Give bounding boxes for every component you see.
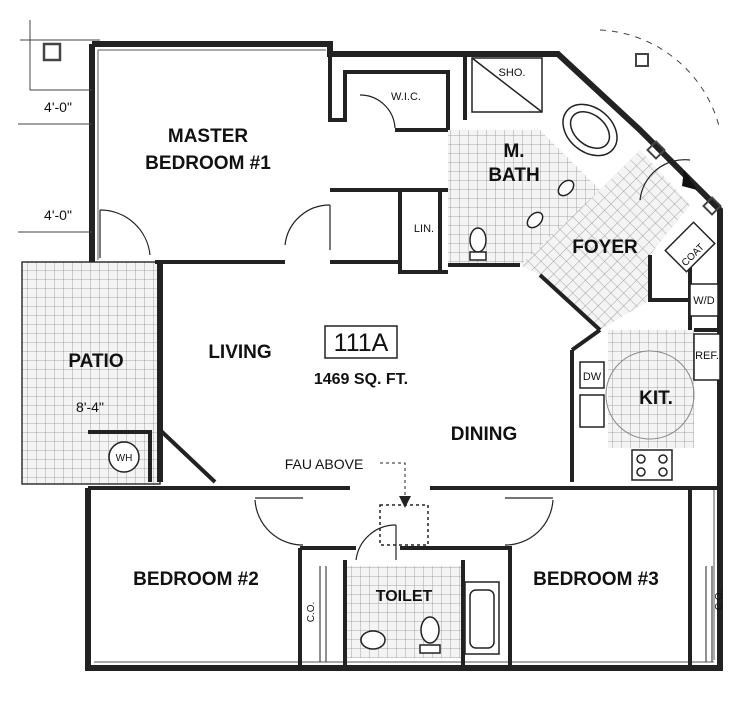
closet-b3-label: C.O. <box>714 590 725 611</box>
coat-closet <box>664 221 716 273</box>
dw-label: DW <box>583 371 602 383</box>
toilet-door-swing <box>355 524 397 561</box>
master-door-swing <box>284 204 331 246</box>
bath-toilet <box>469 227 487 253</box>
washer-dryer <box>689 283 719 317</box>
fixtures <box>108 57 721 655</box>
dining-label: DINING <box>451 424 518 445</box>
toilet-label: TOILET <box>376 588 433 605</box>
dimension-mid: 4'-0" <box>44 207 72 223</box>
master-label-line1: MASTER <box>168 126 249 147</box>
unit-number: 111A <box>334 329 389 357</box>
entry-door-swing <box>639 159 691 201</box>
shower-label: SHO. <box>499 67 526 79</box>
wh-label: WH <box>116 453 133 464</box>
kitchen-floor <box>608 330 694 448</box>
bedroom3-label: BEDROOM #3 <box>533 569 659 590</box>
kitchen-label: KIT. <box>639 388 673 409</box>
foyer-label: FOYER <box>572 237 638 258</box>
shower <box>471 57 543 113</box>
closet-b2-label: C.O. <box>306 602 317 623</box>
kitchen-island-outline <box>605 350 695 440</box>
bedroom3-door-swing <box>504 499 554 546</box>
master-label-line2: BEDROOM #1 <box>145 153 271 174</box>
toilet-sink <box>360 630 386 650</box>
unit-area: 1469 SQ. FT. <box>314 371 408 388</box>
entry-arrow <box>682 170 697 190</box>
doors <box>99 94 691 561</box>
patio-label: PATIO <box>68 351 123 372</box>
fau-arrow <box>380 462 406 500</box>
bedroom2-door-swing <box>254 499 304 546</box>
dimension-top: 4'-0" <box>44 99 72 115</box>
interior-walls <box>88 54 720 668</box>
fau-arrowhead <box>399 496 411 508</box>
linen-label: LIN. <box>414 223 434 235</box>
wic-label: W.I.C. <box>391 91 421 103</box>
mbath-label-line2: BATH <box>488 165 539 186</box>
foyer-floor <box>520 150 690 330</box>
dimension-patio: 8'-4" <box>76 399 104 415</box>
wic-door-swing <box>359 94 396 129</box>
exterior-detail <box>18 20 722 233</box>
wd-label: W/D <box>693 295 714 307</box>
toilet-commode <box>420 616 440 644</box>
mbath-floor <box>448 130 600 265</box>
exterior-walls <box>85 41 723 671</box>
refrigerator <box>693 333 721 381</box>
mbath-label-line1: M. <box>503 141 524 162</box>
patio-floor <box>21 261 161 485</box>
hvac-box <box>379 504 429 546</box>
closet-rods <box>319 566 713 662</box>
dishwasher <box>579 361 605 389</box>
water-heater <box>108 441 140 473</box>
patio-door-swing <box>99 209 151 256</box>
bedroom2-label: BEDROOM #2 <box>133 569 259 590</box>
bath-sink-2 <box>526 211 544 229</box>
exterior-wall-inner-lines <box>94 49 715 663</box>
fau-label: FAU ABOVE <box>285 456 364 472</box>
unit-number-box <box>324 325 398 359</box>
bath-sink-1 <box>557 179 575 197</box>
living-label: LIVING <box>208 342 271 363</box>
ref-label: REF. <box>695 350 719 362</box>
